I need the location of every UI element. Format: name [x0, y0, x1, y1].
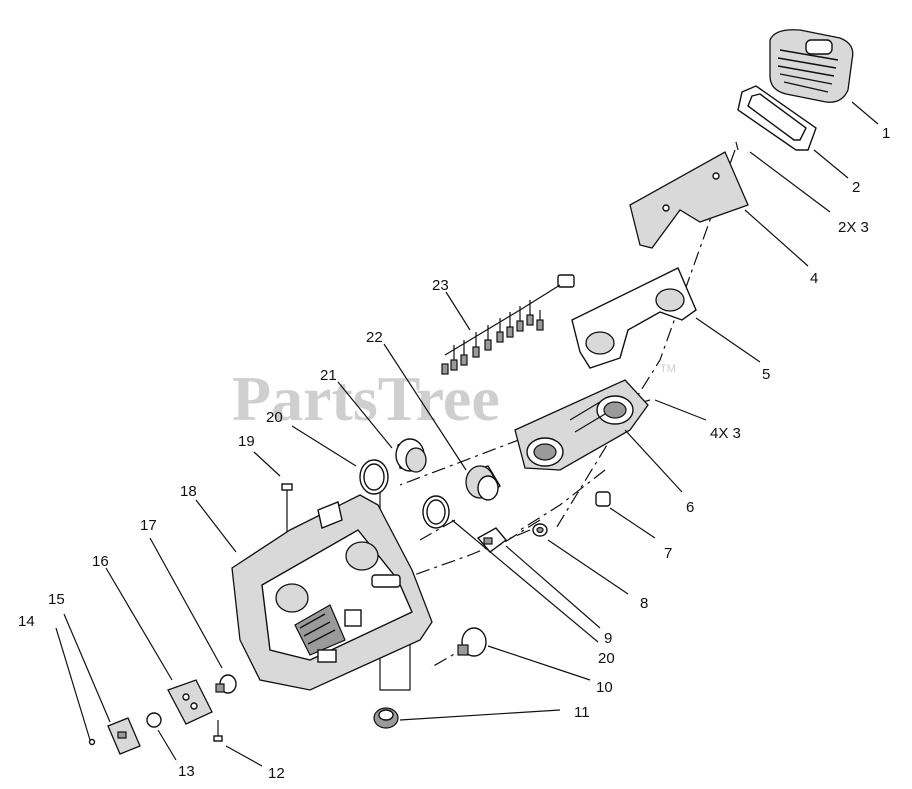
- callout-1: 1: [882, 125, 890, 142]
- part-6-gauge-housing: [514, 379, 649, 471]
- part-20-ring-b: [422, 495, 450, 529]
- callout-4: 4: [810, 270, 818, 287]
- part-14-pin: [88, 738, 96, 746]
- part-23-wire-harness: [441, 274, 575, 375]
- callout-8: 8: [640, 595, 648, 612]
- part-12-screw: [213, 720, 223, 742]
- part-20-ring-a: [359, 459, 389, 495]
- callout-2: 2: [852, 179, 860, 196]
- callout-13: 13: [178, 763, 195, 780]
- callout-19: 19: [238, 433, 255, 450]
- callout-6: 6: [686, 499, 694, 516]
- part-18-console-housing: [231, 494, 433, 691]
- callout-labels: 1 2 2X 3 4 5 6 7 8 9 10 11 12 13 14 15 1…: [18, 125, 890, 782]
- callout-5: 5: [762, 366, 770, 383]
- callout-20-lower: 20: [598, 650, 615, 667]
- part-4-plate: [629, 141, 749, 249]
- part-21-gauge: [395, 438, 427, 473]
- callout-12: 12: [268, 765, 285, 782]
- callout-9: 9: [604, 630, 612, 647]
- callout-23: 23: [432, 277, 449, 294]
- callout-14: 14: [18, 613, 35, 630]
- callout-15: 15: [48, 591, 65, 608]
- callout-10: 10: [596, 679, 613, 696]
- part-10-bulb: [457, 627, 487, 657]
- callout-22: 22: [366, 329, 383, 346]
- part-13-cap: [146, 712, 162, 728]
- watermark-text: PartsTree: [232, 363, 500, 434]
- part-11-grommet: [373, 707, 399, 729]
- callout-4x3: 4X 3: [710, 425, 741, 442]
- callout-21: 21: [320, 367, 337, 384]
- part-22-gauge: [465, 465, 501, 501]
- part-1-cover: [769, 29, 854, 103]
- part-9-switch: [476, 527, 508, 553]
- callout-17: 17: [140, 517, 157, 534]
- part-5-bezel: [571, 267, 697, 369]
- callout-2x3: 2X 3: [838, 219, 869, 236]
- watermark-tm: TM: [660, 363, 676, 375]
- callout-16: 16: [92, 553, 109, 570]
- part-15-connector: [107, 717, 141, 755]
- callout-11: 11: [574, 704, 590, 721]
- part-17-bulb: [215, 674, 237, 694]
- part-7-clip: [595, 491, 611, 507]
- leader-lines: [55, 101, 879, 767]
- callout-7: 7: [664, 545, 672, 562]
- callout-20-upper: 20: [266, 409, 283, 426]
- part-8-nut: [532, 523, 548, 537]
- part-16-switch-block: [167, 679, 213, 725]
- callout-18: 18: [180, 483, 197, 500]
- part-2-gasket: [737, 85, 817, 151]
